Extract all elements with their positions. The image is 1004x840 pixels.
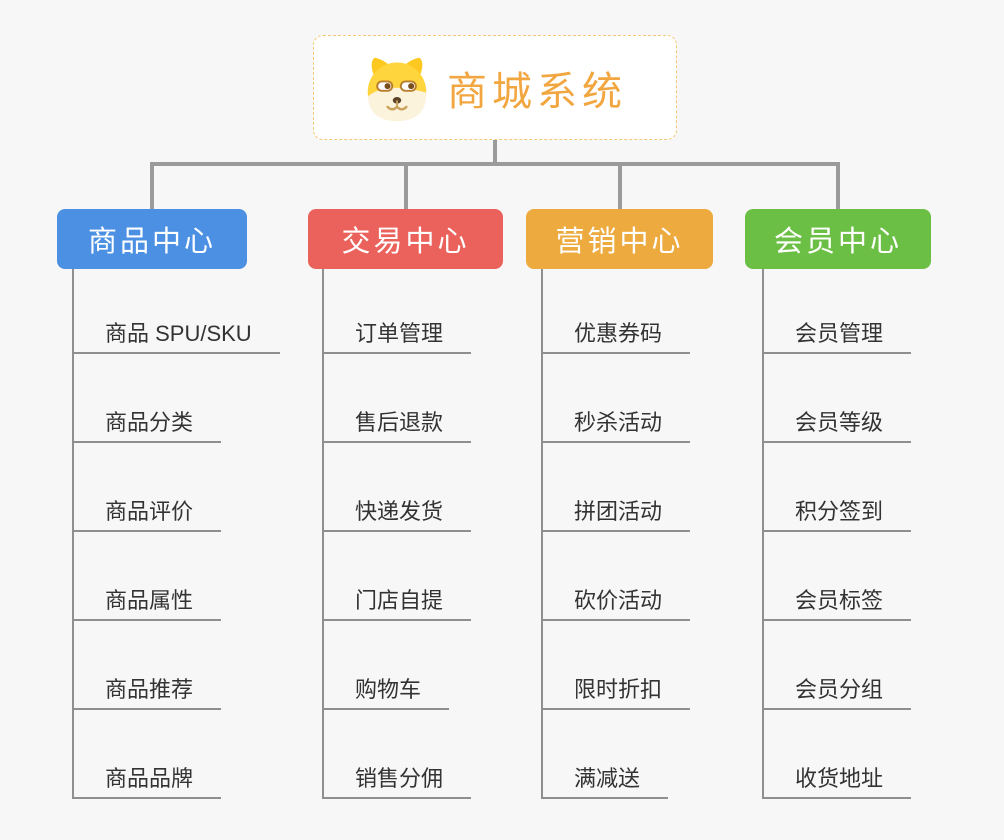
child-topic-label: 商品 SPU/SKU <box>105 321 252 346</box>
branch-label: 营销中心 <box>555 226 684 258</box>
child-topic[interactable]: 商品 SPU/SKU <box>74 269 280 354</box>
child-topic[interactable]: 优惠券码 <box>543 269 691 354</box>
child-topic-label: 商品推荐 <box>105 677 194 702</box>
connector-trunk <box>150 162 840 166</box>
branch-children-member-center: 会员管理会员等级积分签到会员标签会员分组收货地址 <box>762 269 912 799</box>
child-topic-label: 会员分组 <box>795 677 884 702</box>
child-topic[interactable]: 快递发货 <box>324 443 472 532</box>
connector-drop-member-center <box>836 166 840 209</box>
child-topic[interactable]: 订单管理 <box>324 269 472 354</box>
child-topic-label: 订单管理 <box>355 321 444 346</box>
branch-label: 商品中心 <box>87 226 216 258</box>
child-topic[interactable]: 收货地址 <box>764 710 912 799</box>
branch-node-product-center[interactable]: 商品中心 <box>57 209 247 269</box>
child-topic[interactable]: 商品属性 <box>74 532 222 621</box>
child-topic[interactable]: 商品分类 <box>74 354 222 443</box>
child-topic[interactable]: 商品推荐 <box>74 621 222 710</box>
connector-root-drop <box>493 140 497 166</box>
child-topic[interactable]: 砍价活动 <box>543 532 691 621</box>
child-topic-label: 购物车 <box>355 677 422 702</box>
child-topic[interactable]: 会员分组 <box>764 621 912 710</box>
child-topic[interactable]: 门店自提 <box>324 532 472 621</box>
child-topic-label: 积分签到 <box>795 499 884 524</box>
child-topic[interactable]: 购物车 <box>324 621 450 710</box>
connector-drop-marketing-center <box>618 166 622 209</box>
branch-label: 交易中心 <box>341 226 470 258</box>
child-topic[interactable]: 销售分佣 <box>324 710 472 799</box>
child-topic[interactable]: 售后退款 <box>324 354 472 443</box>
child-topic-label: 会员标签 <box>795 588 884 613</box>
child-topic-label: 门店自提 <box>355 588 444 613</box>
branch-children-marketing-center: 优惠券码秒杀活动拼团活动砍价活动限时折扣满减送 <box>541 269 691 799</box>
child-topic-label: 满减送 <box>574 766 641 791</box>
branch-label: 会员中心 <box>773 226 902 258</box>
child-topic-label: 商品分类 <box>105 410 194 435</box>
child-topic-label: 商品评价 <box>105 499 194 524</box>
child-topic[interactable]: 会员标签 <box>764 532 912 621</box>
child-topic[interactable]: 限时折扣 <box>543 621 691 710</box>
child-topic-label: 销售分佣 <box>355 766 444 791</box>
root-title: 商城系统 <box>447 69 627 114</box>
child-topic-label: 商品属性 <box>105 588 194 613</box>
child-topic-label: 商品品牌 <box>105 766 194 791</box>
dog-face-icon <box>367 57 427 121</box>
child-topic-label: 收货地址 <box>795 766 884 791</box>
child-topic-label: 砍价活动 <box>574 588 663 613</box>
child-topic[interactable]: 商品评价 <box>74 443 222 532</box>
root-node[interactable]: 商城系统 <box>313 35 677 140</box>
connector-drop-trade-center <box>404 166 408 209</box>
branch-children-product-center: 商品 SPU/SKU 商品分类商品评价商品属性商品推荐商品品牌 <box>72 269 280 799</box>
child-topic[interactable]: 秒杀活动 <box>543 354 691 443</box>
child-topic[interactable]: 满减送 <box>543 710 669 799</box>
branch-children-trade-center: 订单管理售后退款快递发货门店自提购物车销售分佣 <box>322 269 472 799</box>
child-topic-label: 售后退款 <box>355 410 444 435</box>
child-topic[interactable]: 会员等级 <box>764 354 912 443</box>
branch-node-trade-center[interactable]: 交易中心 <box>308 209 503 269</box>
child-topic[interactable]: 商品品牌 <box>74 710 222 799</box>
branch-node-member-center[interactable]: 会员中心 <box>745 209 931 269</box>
child-topic-label: 快递发货 <box>355 499 444 524</box>
child-topic-label: 会员等级 <box>795 410 884 435</box>
child-topic-label: 限时折扣 <box>574 677 663 702</box>
child-topic-label: 会员管理 <box>795 321 884 346</box>
branch-node-marketing-center[interactable]: 营销中心 <box>526 209 713 269</box>
child-topic-label: 优惠券码 <box>574 321 663 346</box>
child-topic[interactable]: 会员管理 <box>764 269 912 354</box>
child-topic[interactable]: 积分签到 <box>764 443 912 532</box>
child-topic[interactable]: 拼团活动 <box>543 443 691 532</box>
child-topic-label: 拼团活动 <box>574 499 663 524</box>
child-topic-label: 秒杀活动 <box>574 410 663 435</box>
connector-drop-product-center <box>150 166 154 209</box>
